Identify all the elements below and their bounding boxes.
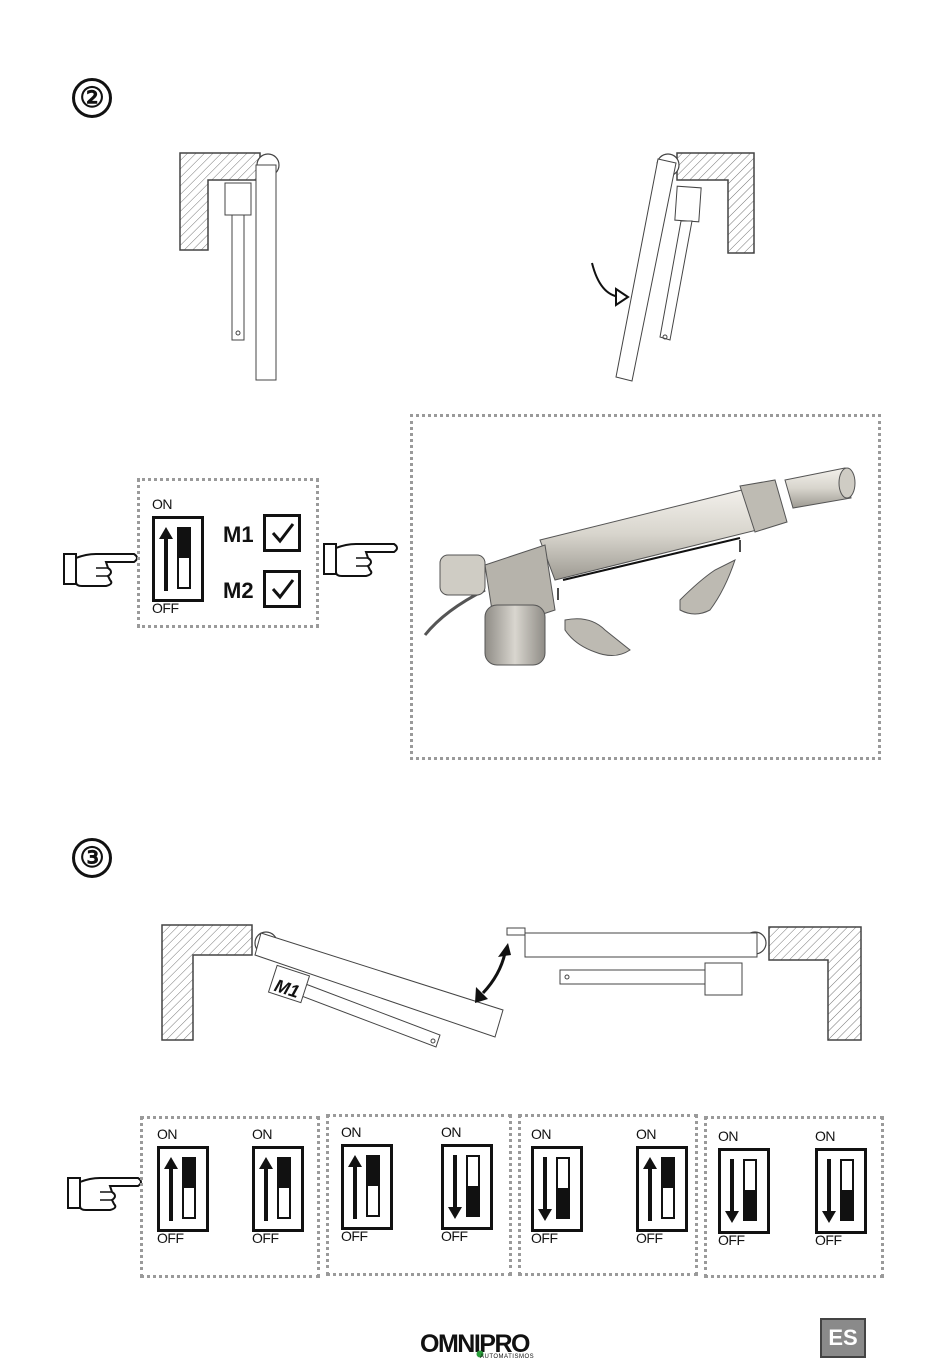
switch-off-label: OFF <box>152 600 179 616</box>
step-2-number: ② <box>72 78 112 118</box>
arrow-up-icon <box>258 1157 274 1221</box>
dip-switch-g4-b: ON OFF <box>815 1128 871 1256</box>
arrow-down-icon <box>724 1159 740 1223</box>
switch-on-label: ON <box>152 496 172 512</box>
double-gate-diagram: M1 <box>155 915 870 1050</box>
switch-off-label: OFF <box>341 1228 368 1244</box>
switch-off-label: OFF <box>815 1232 842 1248</box>
check-icon <box>266 573 298 605</box>
dip-switch-g1-a: ON OFF <box>157 1126 213 1254</box>
gate-closed-diagram <box>170 145 290 390</box>
brand-subtitle: AUTOMATISMOS <box>480 1354 534 1360</box>
language-badge: ES <box>820 1318 866 1358</box>
arrow-down-icon <box>537 1157 553 1221</box>
dip-switch-step2: ON OFF <box>152 496 208 624</box>
switch-frame <box>152 516 204 602</box>
dip-switch-g2-a: ON OFF <box>341 1124 397 1252</box>
switch-off-label: OFF <box>531 1230 558 1246</box>
switch-off-label: OFF <box>252 1230 279 1246</box>
switch-on-label: ON <box>252 1126 272 1142</box>
switch-on-label: ON <box>531 1126 551 1142</box>
step-3-number: ③ <box>72 838 112 878</box>
arrow-down-icon <box>447 1155 463 1219</box>
motor-m1-label: M1 <box>223 522 254 548</box>
dip-switch-g3-b: ON OFF <box>636 1126 692 1254</box>
dip-switch-g4-a: ON OFF <box>718 1128 774 1256</box>
dip-switch-g1-b: ON OFF <box>252 1126 308 1254</box>
switch-on-label: ON <box>718 1128 738 1144</box>
actuator-illustration <box>415 420 875 750</box>
switch-off-label: OFF <box>718 1232 745 1248</box>
pointing-hand-icon <box>322 538 400 580</box>
arrow-up-icon <box>163 1157 179 1221</box>
arrow-up-icon <box>642 1157 658 1221</box>
motor-m1-checkbox <box>263 514 301 552</box>
arrow-up-icon <box>347 1155 363 1219</box>
dip-switch-g2-b: ON OFF <box>441 1124 497 1252</box>
switch-on-label: ON <box>815 1128 835 1144</box>
switch-on-label: ON <box>636 1126 656 1142</box>
motor-m2-checkbox <box>263 570 301 608</box>
arrow-down-icon <box>821 1159 837 1223</box>
switch-off-label: OFF <box>636 1230 663 1246</box>
motor-m2-label: M2 <box>223 578 254 604</box>
switch-on-label: ON <box>341 1124 361 1140</box>
pointing-hand-icon <box>66 1172 144 1214</box>
switch-on-label: ON <box>157 1126 177 1142</box>
pointing-hand-icon <box>62 548 140 590</box>
gate-opening-diagram <box>580 145 770 390</box>
dip-switch-g3-a: ON OFF <box>531 1126 587 1254</box>
switch-off-label: OFF <box>441 1228 468 1244</box>
check-icon <box>266 517 298 549</box>
switch-on-label: ON <box>441 1124 461 1140</box>
arrow-up-icon <box>158 527 174 591</box>
switch-off-label: OFF <box>157 1230 184 1246</box>
